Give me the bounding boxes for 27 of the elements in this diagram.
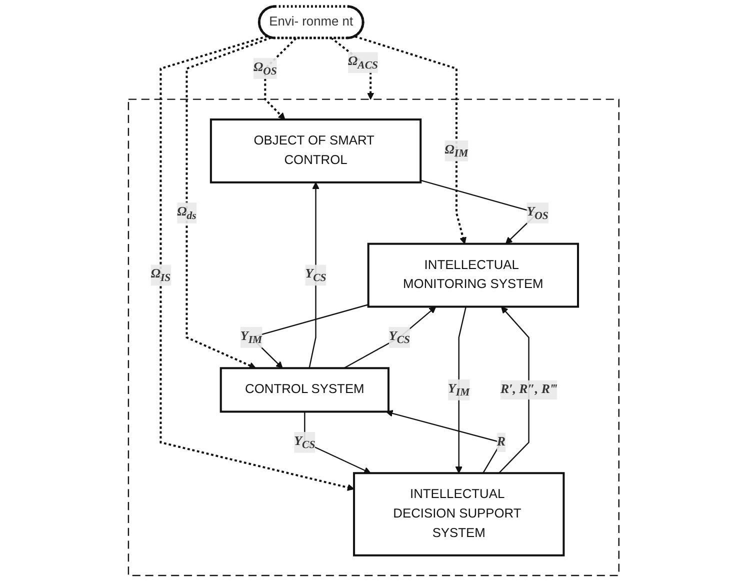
node-box: INTELLECTUAL DECISION SUPPORT SYSTEM	[353, 472, 566, 556]
arrow	[186, 36, 272, 369]
cluster	[128, 98, 620, 576]
arrow	[160, 35, 355, 491]
edge-label: Ω$_{IS}$	[151, 267, 171, 284]
edge-label: Ω$_{ACS}$	[348, 54, 378, 71]
arrow	[264, 38, 297, 120]
edge-label: Ω$_{IM}$	[445, 142, 468, 160]
node-box: CONTROL SYSTEM	[220, 367, 390, 413]
edge-label: Ω$_{ds}$	[177, 204, 197, 222]
edge-label: R	[497, 435, 506, 449]
node-box: INTELLECTUAL MONITORING SYSTEM	[368, 242, 580, 308]
edge-label: Y$_{IM}$	[240, 329, 262, 346]
edge-label: Y$_{IM}$	[448, 382, 470, 398]
arrow	[304, 412, 372, 474]
edge-label: R′, R″, R‴	[500, 382, 558, 396]
arrow	[309, 182, 320, 368]
arrow	[355, 36, 467, 244]
edge-label: Ω$_{OS}$	[254, 60, 278, 77]
edge-label: Y$_{OS}$	[527, 204, 549, 222]
arrow	[344, 306, 437, 369]
edge-label: Y$_{CS}$	[389, 329, 410, 346]
arrow	[456, 306, 467, 474]
edge-label: Y$_{CS}$	[306, 267, 327, 284]
edge-label: Y$_{CS}$	[294, 434, 316, 451]
node-box: OBJECT OF SMART CONTROL	[210, 118, 422, 184]
arrow	[498, 306, 530, 474]
